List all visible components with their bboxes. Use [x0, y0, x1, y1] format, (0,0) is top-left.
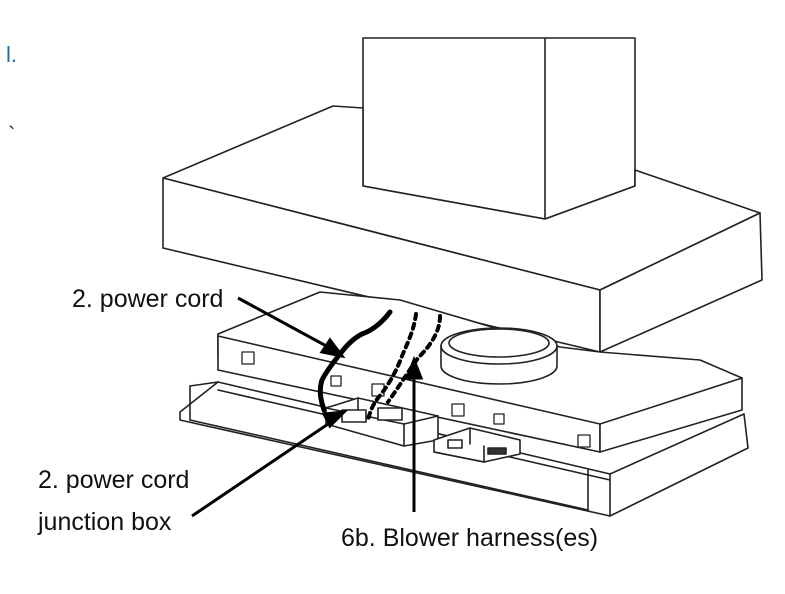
canopy-side	[599, 212, 763, 353]
liner-right-wall	[599, 377, 743, 453]
mounting-tabs	[241, 351, 591, 448]
junction-box-arrow	[191, 410, 349, 518]
power-cord-label: 2. power cord	[72, 285, 224, 313]
blower-harness-label: 6b. Blower harness(es)	[341, 524, 599, 552]
junction-box-label-line2: junction box	[38, 508, 172, 536]
control-module	[433, 427, 521, 463]
chimney-cover	[362, 37, 636, 220]
blower-harness-dotted-1	[366, 312, 418, 422]
blower-harness-dotted-2	[386, 314, 442, 404]
blower-harness-arrow	[404, 355, 424, 512]
junction-box-label-line1: 2. power cord	[38, 466, 190, 494]
margin-mark-top: l.	[6, 42, 17, 67]
blower-ring	[440, 327, 558, 385]
margin-mark-bottom: `	[8, 122, 16, 147]
power-cord-arrow	[237, 296, 346, 359]
